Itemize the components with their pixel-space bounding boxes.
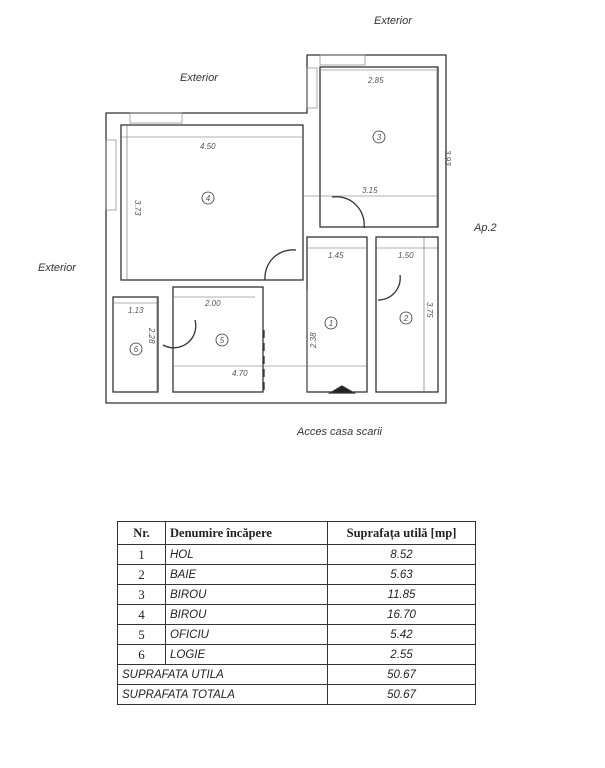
- dim-label: 1.13: [128, 306, 144, 315]
- access-label: Acces casa scarii: [297, 426, 382, 438]
- room-marker-1: 1: [329, 319, 333, 328]
- dim-label: 3.73: [133, 200, 142, 216]
- door-arc: [162, 319, 197, 349]
- col-header-area: Suprafața utilă [mp]: [327, 521, 476, 545]
- dim-label: 2.28: [147, 327, 156, 344]
- exterior-label-top: Exterior: [374, 15, 412, 27]
- dim-label: 4.70: [232, 369, 248, 378]
- room-2: [375, 236, 439, 393]
- room-markers: [129, 130, 413, 356]
- exterior-label-left: Exterior: [38, 262, 76, 274]
- room-1: [306, 236, 368, 393]
- dim-label: 2.00: [204, 299, 221, 308]
- dim-label: 3.93: [443, 150, 452, 166]
- dim-label: 4.50: [200, 142, 216, 151]
- door-arc: [331, 196, 365, 229]
- room-marker-5: 5: [220, 336, 225, 345]
- col-header-name: Denumire încăpere: [165, 521, 328, 545]
- dim-label: 3.15: [362, 186, 378, 195]
- room-marker-4: 4: [206, 194, 211, 203]
- dimension-lines: [113, 67, 438, 392]
- table-header: Nr. Denumire încăpere Suprafața utilă [m…: [117, 521, 476, 545]
- door-arc: [377, 274, 401, 301]
- door-arc: [264, 249, 297, 281]
- entrance-arrow: [327, 385, 357, 394]
- room-marker-2: 2: [403, 314, 409, 323]
- room-marker-3: 3: [377, 133, 382, 142]
- area-table: Nr. Denumire încăpere Suprafața utilă [m…: [117, 521, 476, 705]
- room-5: [172, 286, 264, 393]
- room-marker-6: 6: [134, 345, 139, 354]
- room-6: [112, 296, 159, 393]
- dim-label: 1.45: [328, 251, 344, 260]
- dim-label: 2.38: [309, 332, 318, 349]
- dim-label: 3.75: [425, 302, 434, 318]
- dim-label: 2.85: [367, 76, 384, 85]
- outer-wall: [105, 54, 447, 404]
- room-3: [319, 66, 439, 228]
- exterior-label-mid: Exterior: [180, 72, 218, 84]
- room-4: [120, 124, 304, 281]
- floor-plan: 2.85 3.93 4.50 3.73 3.15 1.45 1.50 3.75 …: [105, 54, 452, 404]
- neighbor-label: Ap.2: [474, 222, 497, 234]
- col-header-nr: Nr.: [117, 521, 166, 545]
- dim-label: 1.50: [398, 251, 414, 260]
- window-marks: [105, 54, 366, 211]
